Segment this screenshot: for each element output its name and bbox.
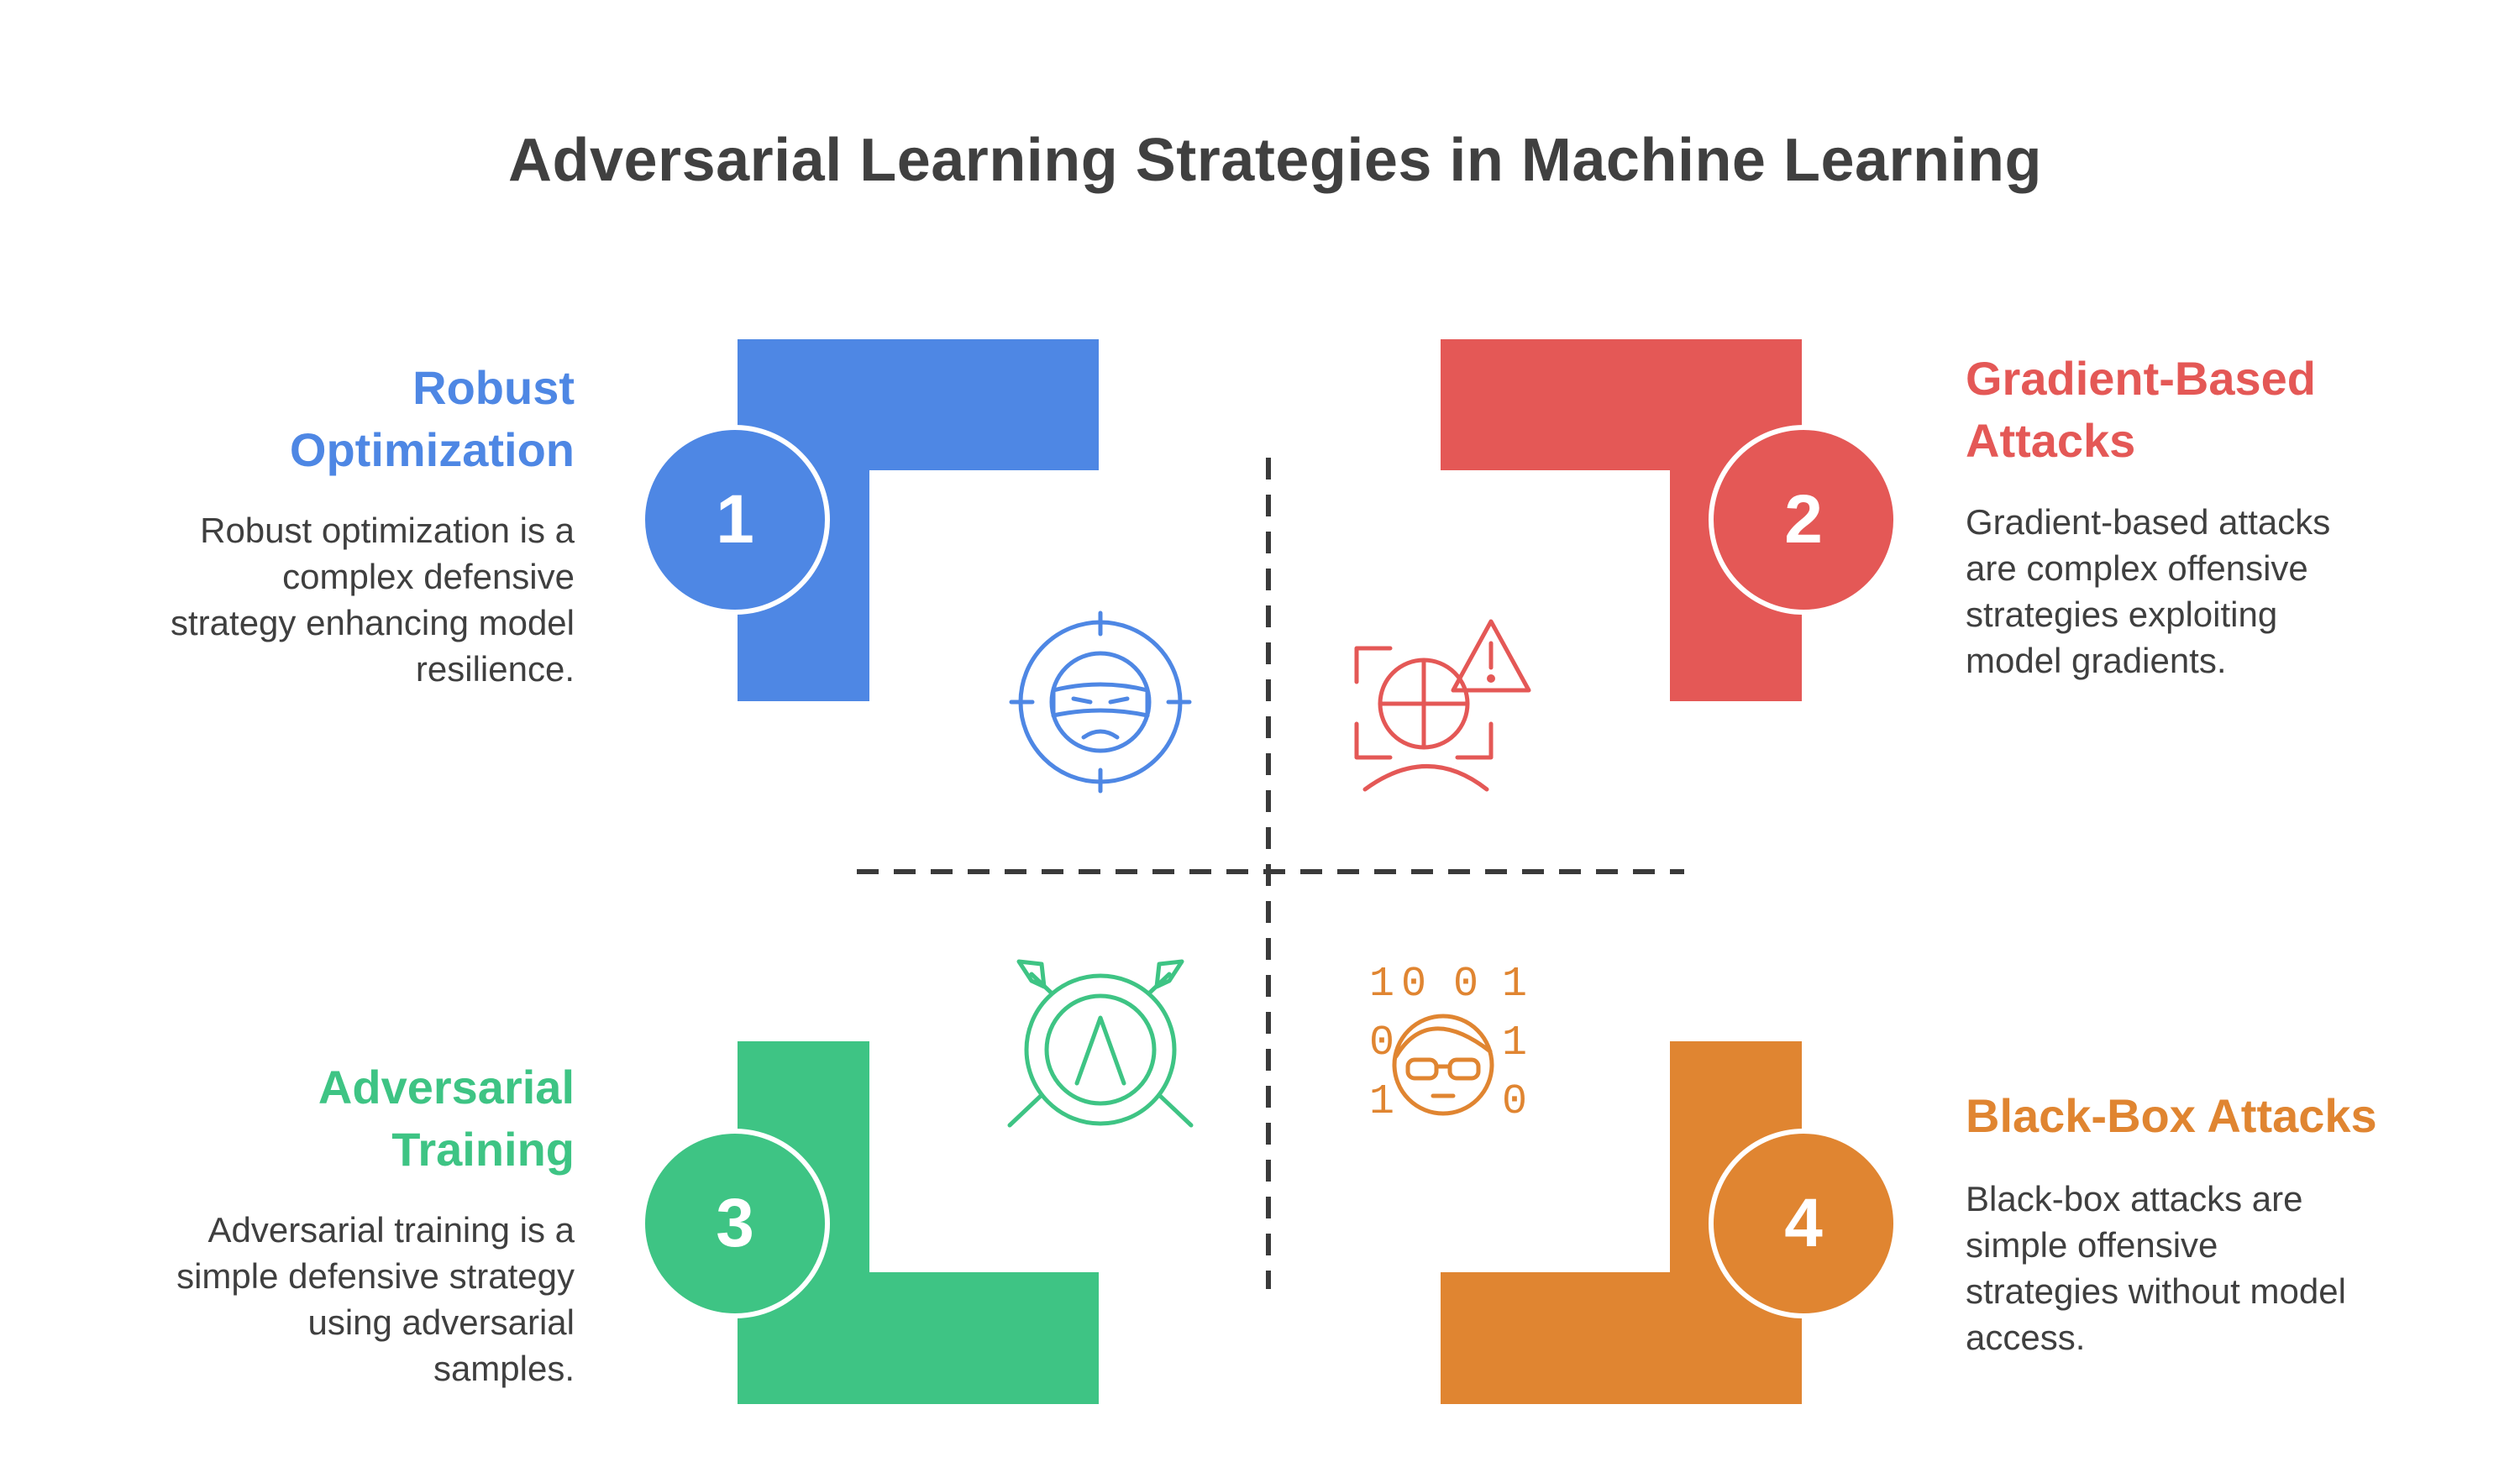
quadrant-4-description: Black-box attacks are simple offensive s…: [1966, 1176, 2436, 1360]
binary-digit: 0: [1502, 1078, 1527, 1126]
quadrant-2-number: 2: [1784, 481, 1823, 558]
page-title: Adversarial Learning Strategies in Machi…: [507, 127, 2043, 194]
quadrant-4-desc-line: access.: [1966, 1318, 2086, 1357]
quadrant-2-desc-line: strategies exploiting: [1966, 595, 2278, 634]
quadrant-4-title-line: Black-Box Attacks: [1966, 1089, 2377, 1142]
binary-digit: 1: [1502, 961, 1527, 1009]
binary-digit: 0: [1401, 961, 1426, 1009]
quadrant-2-desc-line: Gradient-based attacks: [1966, 502, 2331, 542]
quadrant-1-desc-line: Robust optimization is a: [200, 511, 575, 550]
binary-hacker-icon: 1 0 0 1 0 1 1 0: [1369, 961, 1527, 1126]
quadrant-3-desc-line: simple defensive strategy: [176, 1256, 575, 1296]
quadrant-3-number: 3: [716, 1185, 754, 1261]
quadrant-1-title-line: Optimization: [289, 423, 575, 476]
quadrant-1-number: 1: [716, 481, 754, 558]
quadrant-2-title: Gradient-Based Attacks: [1966, 348, 2436, 472]
quadrant-1-title-line: Robust: [412, 361, 575, 414]
quadrant-3-desc-line: using adversarial: [307, 1302, 575, 1342]
quadrant-2-bracket: [1441, 339, 1802, 701]
warning-face-scan-icon: [1354, 619, 1531, 792]
quadrant-4-desc-line: strategies without model: [1966, 1271, 2346, 1311]
target-face-icon: [1009, 610, 1192, 794]
binary-digit: 1: [1369, 961, 1394, 1009]
quadrant-4-number: 4: [1784, 1185, 1823, 1261]
quadrant-2-number-badge: 2: [1709, 425, 1898, 615]
quadrant-3-bracket: [738, 1041, 1099, 1404]
quadrant-1-desc-line: resilience.: [415, 649, 575, 689]
quadrant-4-desc-line: simple offensive: [1966, 1225, 2218, 1265]
quadrant-1-desc-line: strategy enhancing model: [171, 603, 575, 642]
quadrant-2-description: Gradient-based attacks are complex offen…: [1966, 499, 2436, 684]
binary-digit: 0: [1453, 961, 1478, 1009]
quadrant-1-title: Robust Optimization: [269, 357, 575, 481]
quadrant-3-title-line: Adversarial: [318, 1061, 575, 1114]
binary-digit: 1: [1369, 1078, 1394, 1126]
quadrant-2-desc-line: model gradients.: [1966, 641, 2227, 680]
quadrant-4-bracket: [1441, 1041, 1802, 1404]
quadrant-4-number-badge: 4: [1709, 1129, 1898, 1318]
quadrant-3-description: Adversarial training is a simple defensi…: [101, 1207, 575, 1391]
quadrant-2-title-line: Gradient-Based: [1966, 352, 2316, 405]
binary-digit: 1: [1502, 1019, 1527, 1067]
quadrant-4-title: Black-Box Attacks: [1966, 1085, 2470, 1147]
quadrant-2-desc-line: are complex offensive: [1966, 548, 2308, 588]
shield-spears-icon: [1007, 959, 1194, 1128]
quadrant-3-desc-line: samples.: [433, 1349, 575, 1388]
quadrant-1-bracket: [738, 339, 1099, 701]
quadrant-1-description: Robust optimization is a complex defensi…: [101, 507, 575, 692]
quadrant-2-title-line: Attacks: [1966, 414, 2136, 467]
quadrant-3-desc-line: Adversarial training is a: [207, 1210, 575, 1250]
binary-digit: 0: [1369, 1019, 1394, 1067]
quadrant-1-number-badge: 1: [640, 425, 830, 615]
quadrant-1-desc-line: complex defensive: [282, 557, 575, 596]
quadrant-4-desc-line: Black-box attacks are: [1966, 1179, 2303, 1218]
quadrant-3-title-line: Training: [391, 1123, 575, 1176]
quadrant-3-title: Adversarial Training: [269, 1056, 575, 1181]
quadrant-3-number-badge: 3: [640, 1129, 830, 1318]
